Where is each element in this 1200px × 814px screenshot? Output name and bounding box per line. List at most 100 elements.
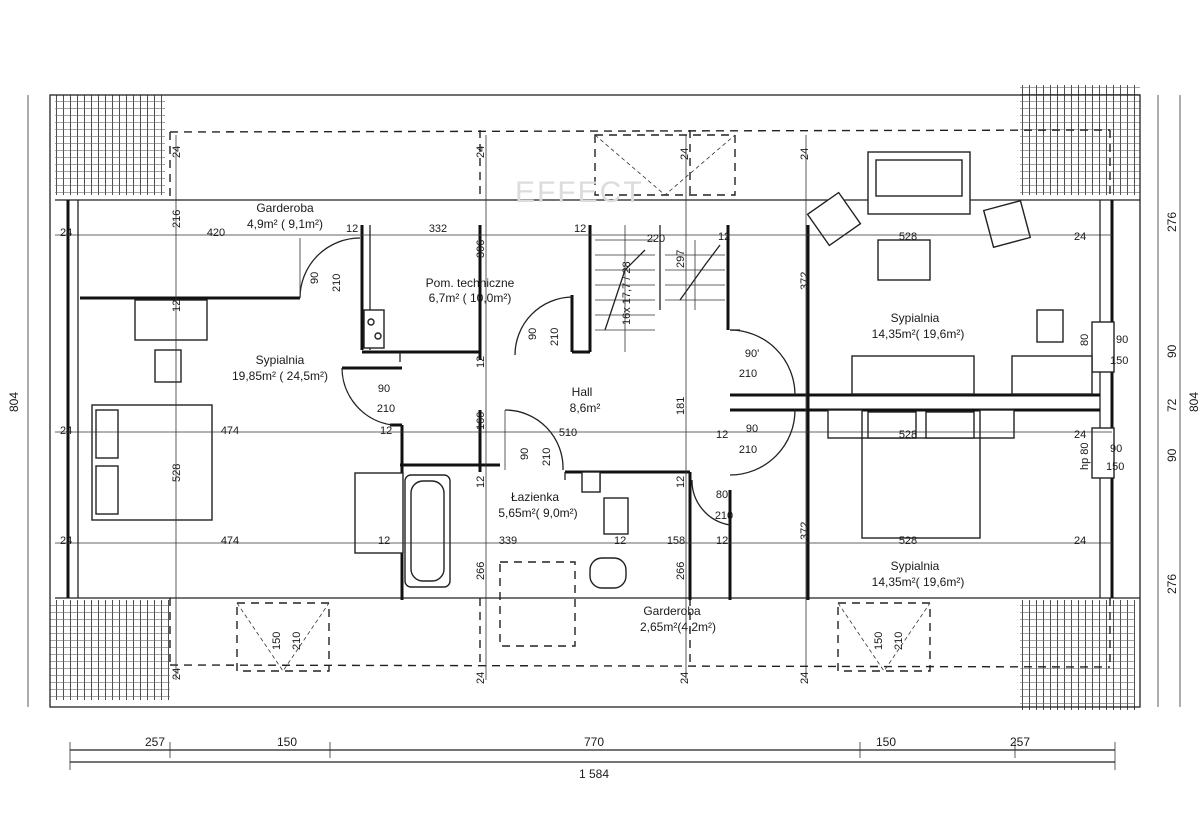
dim-12-i: 12 xyxy=(675,476,687,488)
shelf-right xyxy=(1011,355,1093,395)
bottom-dim-4: 150 xyxy=(876,735,896,749)
room-area-sypialnia-right-top: 14,35m²( 19,6m²) xyxy=(872,327,965,341)
door-dim-80: 80 xyxy=(716,489,728,501)
right-dim-1: 276 xyxy=(1165,212,1179,232)
dim-474-lower: 474 xyxy=(221,535,239,547)
dim-12-f: 12 xyxy=(380,425,392,437)
room-area-hall: 8,6m² xyxy=(570,401,601,415)
dim-158: 158 xyxy=(667,535,685,547)
door-dim-90-syp: 90 xyxy=(378,383,390,395)
win-dim-210-right: 210 xyxy=(893,632,905,650)
nightstand-left xyxy=(827,409,863,439)
dim-528-top: 528 xyxy=(899,231,917,243)
dim-510: 510 xyxy=(559,427,577,439)
outer-walls xyxy=(49,94,1141,708)
roof-hatch-bottom-right xyxy=(1020,600,1135,710)
roof-window-right xyxy=(837,602,931,672)
door-dim-210-garderoba: 210 xyxy=(331,274,343,292)
dim-266-left: 266 xyxy=(475,562,487,580)
dimension-lines xyxy=(27,95,1181,770)
dim-528-bottom: 528 xyxy=(899,535,917,547)
door-dim-210-syp: 210 xyxy=(377,403,395,415)
dim-24-f: 24 xyxy=(1074,535,1086,547)
watermark: EFFECT xyxy=(515,176,644,209)
dimension-labels: 420 332 220 528 474 474 510 528 528 339 … xyxy=(60,146,1128,684)
furniture xyxy=(91,151,1093,647)
door-dim-210-a: 210 xyxy=(739,368,757,380)
win-dim-150-lower: 150 xyxy=(1106,461,1124,473)
right-dim-2: 90 xyxy=(1165,344,1179,358)
win-dim-90-lower: 90 xyxy=(1110,443,1122,455)
dim-24-d: 24 xyxy=(1074,231,1086,243)
chair-left xyxy=(154,349,182,383)
overall-width: 1 584 xyxy=(579,767,609,781)
bath-roof-window xyxy=(499,561,576,647)
room-name-garderoba-top: Garderoba xyxy=(256,201,314,215)
overall-height-right: 804 xyxy=(1187,392,1200,412)
dim-12-e: 12 xyxy=(475,356,487,368)
knee-wall-top xyxy=(169,129,1111,133)
door-dim-210-pom: 210 xyxy=(549,328,561,346)
win-dim-90-upper: 90 xyxy=(1116,334,1128,346)
dim-12-k: 12 xyxy=(614,535,626,547)
dim-24-e: 24 xyxy=(1074,429,1086,441)
dim-12-h: 12 xyxy=(475,476,487,488)
gable-window-upper xyxy=(1091,321,1115,373)
room-area-sypialnia-left: 19,85m² ( 24,5m²) xyxy=(232,369,328,383)
door-sypialnia-right-top xyxy=(729,329,796,396)
door-dim-210-c: 210 xyxy=(715,510,733,522)
dim-216: 216 xyxy=(171,210,183,228)
dim-24-n: 24 xyxy=(799,672,811,684)
room-name-sypialnia-left: Sypialnia xyxy=(256,353,305,367)
dim-12-a: 12 xyxy=(346,223,358,235)
dim-528-mid: 528 xyxy=(899,429,917,441)
bottom-dim-3: 770 xyxy=(584,735,604,749)
armchair-left xyxy=(806,191,862,247)
roof-hatch-top-right xyxy=(1020,85,1140,195)
door-sypialnia-right-bottom xyxy=(729,409,796,476)
door-garderoba-bottom xyxy=(691,479,731,526)
dim-12-d: 12 xyxy=(171,300,183,312)
door-dim-90-pom: 90 xyxy=(527,328,539,340)
roof-window-left xyxy=(236,602,330,672)
door-garderoba xyxy=(299,237,361,299)
room-labels: Garderoba 4,9m² ( 9,1m²) Pom. techniczne… xyxy=(232,201,964,634)
dim-24-i: 24 xyxy=(679,148,691,160)
dim-372-top: 372 xyxy=(799,272,811,290)
staircase xyxy=(595,225,725,352)
roof-hatch-areas xyxy=(50,85,1140,710)
outer-dimension-labels: 257 150 770 150 257 1 584 276 90 72 90 2… xyxy=(7,212,1200,781)
right-dim-4: 90 xyxy=(1165,448,1179,462)
dim-220: 220 xyxy=(647,233,665,245)
bottom-dim-5: 257 xyxy=(1010,735,1030,749)
door-dim-90-b: 90 xyxy=(746,423,758,435)
dim-332: 332 xyxy=(429,223,447,235)
roof-hatch-bottom-left xyxy=(50,600,170,700)
win-dim-210-left: 210 xyxy=(291,632,303,650)
door-dim-90-laz: 90 xyxy=(519,448,531,460)
desk-right xyxy=(851,355,975,395)
bottom-dim-1: 257 xyxy=(145,735,165,749)
room-name-hall: Hall xyxy=(572,385,593,399)
door-dim-90p: 90' xyxy=(745,348,759,360)
dim-12-b: 12 xyxy=(574,223,586,235)
room-name-lazienka: Łazienka xyxy=(511,490,559,504)
room-area-pom-techniczne: 6,7m² ( 10,0m²) xyxy=(429,291,512,305)
dim-12-j: 12 xyxy=(378,535,390,547)
dim-297: 297 xyxy=(675,250,687,268)
chair-right xyxy=(1036,309,1064,343)
roof-windows xyxy=(236,134,1115,672)
armchair-right xyxy=(982,199,1032,249)
dim-306: 306 xyxy=(475,240,487,258)
door-dim-210-b: 210 xyxy=(739,444,757,456)
dim-12-c: 12 xyxy=(718,231,730,243)
roof-hatch-top-left xyxy=(55,95,165,195)
win-dim-80-upper: 80 xyxy=(1079,334,1091,346)
right-dim-3: 72 xyxy=(1165,398,1179,412)
win-dim-150-right: 150 xyxy=(873,632,885,650)
stairs-label: 16x 17,7 / 28 xyxy=(621,261,633,325)
right-dim-5: 276 xyxy=(1165,574,1179,594)
desk-left xyxy=(134,299,208,341)
dim-160: 160 xyxy=(475,412,487,430)
